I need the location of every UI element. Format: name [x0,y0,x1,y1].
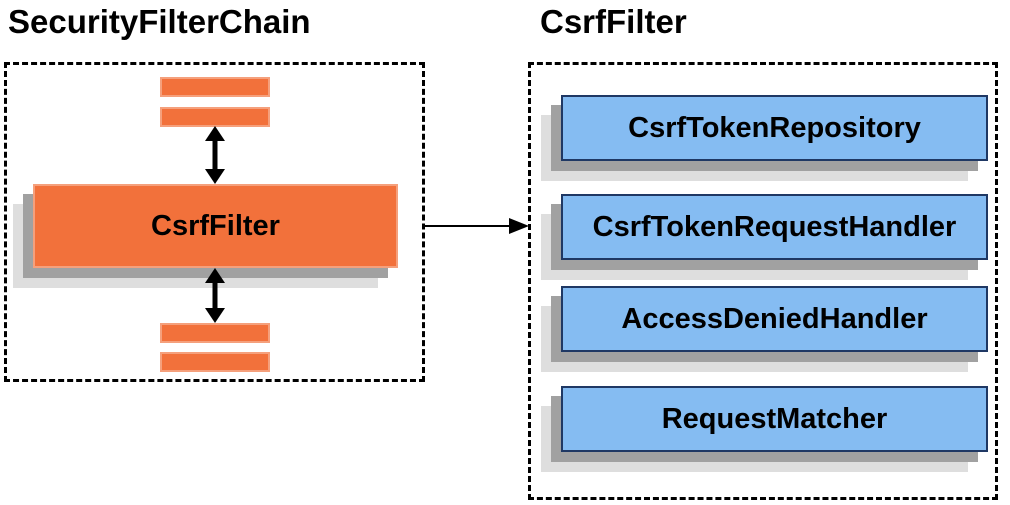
request-matcher-box: RequestMatcher [561,386,988,452]
filter-chain-bar-top-2 [160,107,270,127]
csrf-filter-container [528,62,998,500]
security-filter-chain-container [4,62,425,382]
up-down-arrow-icon [205,268,225,323]
csrf-filter-box-label: CsrfFilter [151,209,280,242]
security-filter-chain-title: SecurityFilterChain [8,3,311,40]
csrf-filter-title: CsrfFilter [540,3,687,40]
csrf-filter-box: CsrfFilter [33,184,398,268]
component-label: AccessDeniedHandler [621,302,928,335]
component-label: RequestMatcher [661,402,888,435]
up-down-arrow-icon [205,126,225,184]
access-denied-handler-box: AccessDeniedHandler [561,286,988,352]
right-arrow-icon [425,218,529,234]
component-label: CsrfTokenRequestHandler [592,210,957,243]
filter-chain-bar-top-1 [160,77,270,97]
filter-chain-bar-bottom-2 [160,352,270,372]
filter-chain-bar-bottom-1 [160,323,270,343]
csrf-token-repository-box: CsrfTokenRepository [561,95,988,161]
csrf-token-request-handler-box: CsrfTokenRequestHandler [561,194,988,260]
component-label: CsrfTokenRepository [628,111,921,144]
